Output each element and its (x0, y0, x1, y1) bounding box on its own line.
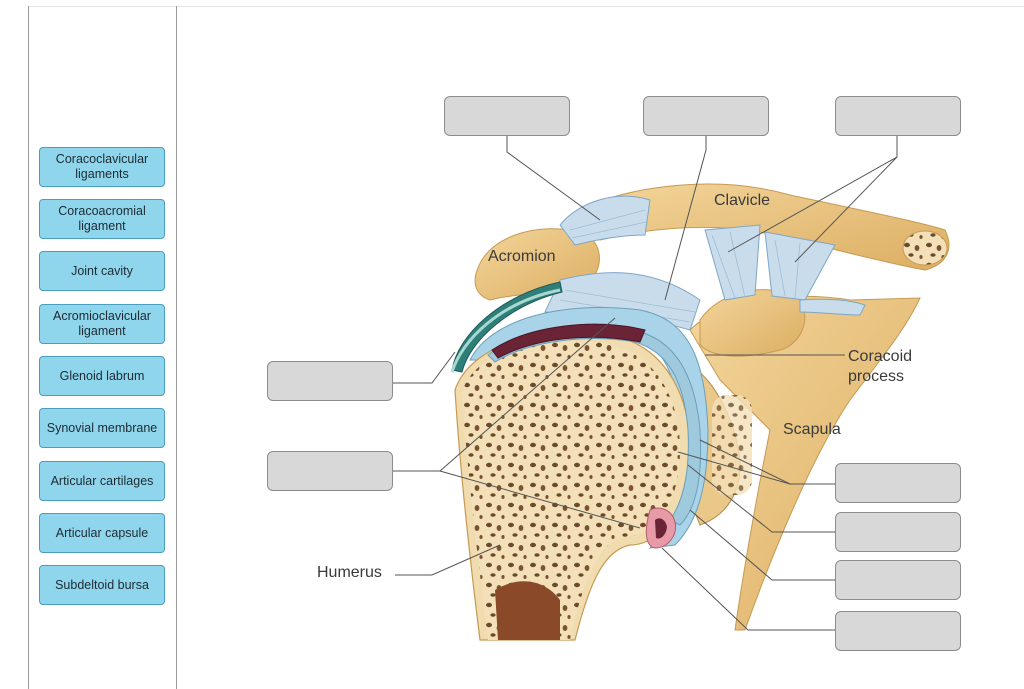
scapula-label: Scapula (783, 421, 841, 438)
term-label: Synovial membrane (46, 420, 158, 435)
joint-cavity-shape (491, 323, 646, 359)
synovial-cavity-inner (655, 518, 667, 539)
coracoid-ligament-stub (799, 298, 866, 316)
coracoclavicular-ligament-1 (704, 224, 761, 301)
ligaments (544, 195, 866, 331)
term-label: Glenoid labrum (59, 368, 145, 383)
humerus-label: Humerus (317, 564, 382, 581)
drop-target-right-4[interactable] (835, 611, 961, 651)
term-label: Subdeltoid bursa (55, 577, 149, 592)
term-label: Coracoacromial ligament (58, 204, 146, 233)
term-label: Joint cavity (71, 263, 133, 278)
scapula-shape (689, 295, 921, 631)
term-acromioclavicular-ligament[interactable]: Acromioclavicular ligament (39, 304, 165, 344)
term-coracoacromial-ligament[interactable]: Coracoacromial ligament (39, 199, 165, 239)
bursa-highlight (450, 288, 561, 373)
acromion-label: Acromion (488, 248, 556, 265)
term-articular-cartilages[interactable]: Articular cartilages (39, 461, 165, 501)
panel-divider (176, 6, 177, 689)
medullary-cavity (495, 581, 560, 640)
term-coracoclavicular-ligaments[interactable]: Coracoclavicular ligaments (39, 147, 165, 187)
term-glenoid-labrum[interactable]: Glenoid labrum (39, 356, 165, 396)
scapula-spongy (712, 395, 752, 495)
drop-target-top-right[interactable] (835, 96, 961, 136)
term-subdeltoid-bursa[interactable]: Subdeltoid bursa (39, 565, 165, 605)
coracoid-process-shape (699, 289, 806, 357)
term-label: Articular cartilages (50, 473, 154, 488)
term-label: Articular capsule (55, 525, 149, 540)
humerus-spongy-bone (462, 340, 680, 640)
leader-lines (392, 136, 898, 631)
term-label: Coracoclavicular ligaments (55, 152, 149, 181)
term-articular-capsule[interactable]: Articular capsule (39, 513, 165, 553)
drop-target-right-3[interactable] (835, 560, 961, 600)
drop-target-left-upper[interactable] (267, 361, 393, 401)
clavicle-cross-section (902, 230, 948, 266)
drop-target-right-1[interactable] (835, 463, 961, 503)
term-synovial-membrane[interactable]: Synovial membrane (39, 408, 165, 448)
clavicle-label: Clavicle (714, 192, 771, 209)
frame-left-border (28, 6, 29, 689)
drop-target-top-middle[interactable] (643, 96, 769, 136)
term-joint-cavity[interactable]: Joint cavity (39, 251, 165, 291)
drop-target-left-lower[interactable] (267, 451, 393, 491)
drop-target-top-left[interactable] (444, 96, 570, 136)
term-label: Acromioclavicular ligament (53, 309, 151, 338)
frame-top-border (28, 6, 1024, 7)
coracoid-process-label: Coracoid process (848, 348, 913, 385)
drop-target-right-2[interactable] (835, 512, 961, 552)
